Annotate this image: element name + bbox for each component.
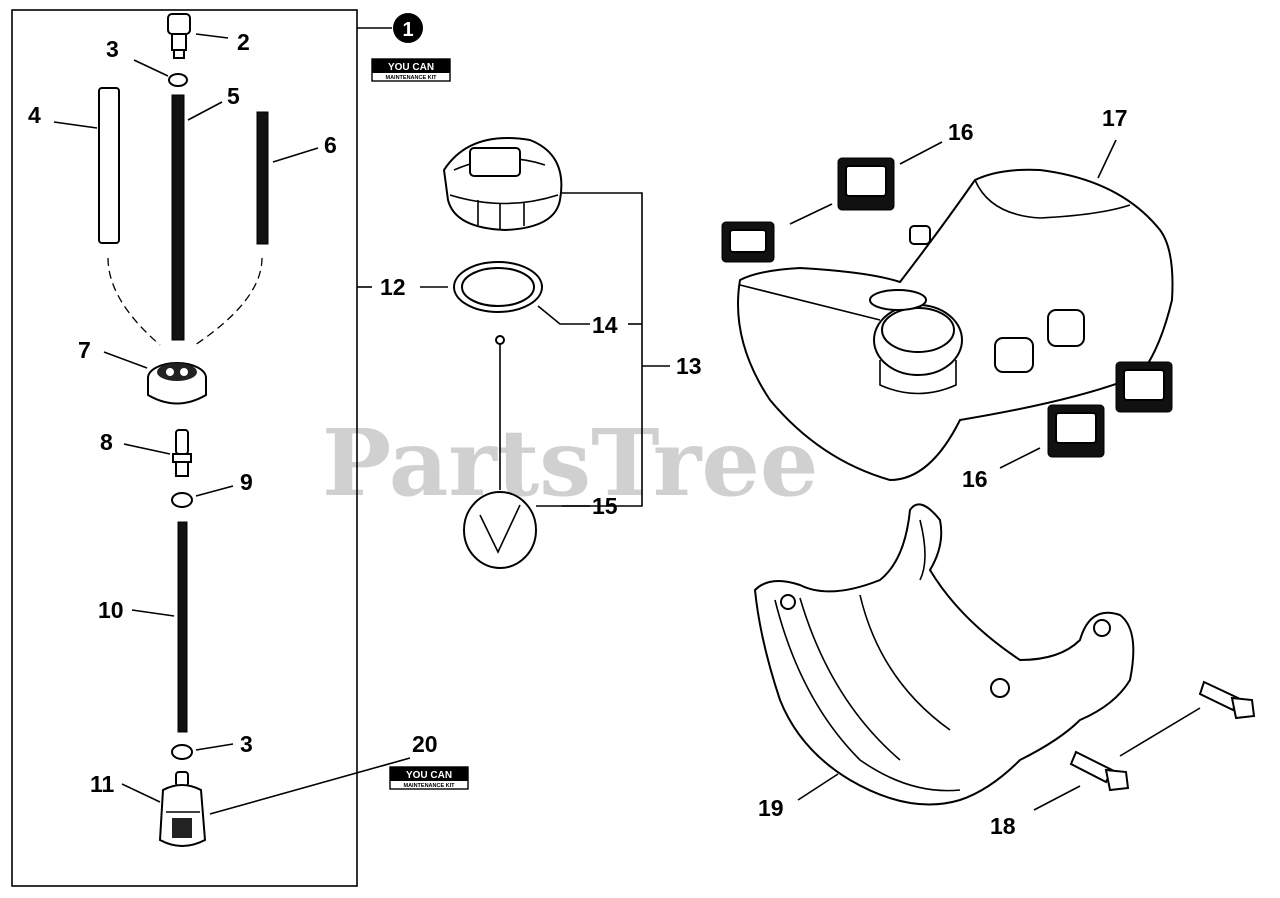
kit-badge-bottom-2: MAINTENANCE KIT [403, 783, 455, 789]
watermark: PartsTree [322, 409, 818, 517]
part-16-grommet [837, 157, 895, 211]
callout-16-top: 16 [948, 119, 974, 145]
you-can-maintenance-kit-icon: YOU CAN MAINTENANCE KIT [371, 58, 451, 82]
part-18-bolt [1069, 750, 1130, 792]
kit-number-label: 1 [402, 19, 413, 41]
part-2-plug [167, 13, 191, 59]
callout-2: 2 [237, 29, 250, 55]
callout-3-top: 3 [106, 36, 119, 62]
leader-lines [53, 33, 1201, 815]
callout-5: 5 [227, 83, 240, 109]
part-16-grommet [721, 221, 775, 263]
callout-10: 10 [98, 597, 124, 623]
part-3-o-ring-bottom [171, 744, 193, 760]
callout-15: 15 [592, 493, 618, 519]
callout-20: 20 [412, 731, 438, 757]
part-6-hose [256, 111, 269, 245]
part-19-tank-bracket [753, 503, 1135, 806]
part-15-strap [463, 335, 537, 569]
callout-17: 17 [1102, 105, 1128, 131]
part-5-hose [171, 94, 185, 341]
part-16-grommet [1115, 361, 1173, 413]
part-18-bolt [1198, 680, 1256, 720]
callout-16-bottom: 16 [962, 466, 988, 492]
callout-19: 19 [758, 795, 784, 821]
part-10-hose [177, 521, 188, 733]
callout-3-bottom: 3 [240, 731, 253, 757]
kit-badge-top-2: YOU CAN [406, 770, 452, 781]
callout-13: 13 [676, 353, 702, 379]
callout-14: 14 [592, 312, 618, 338]
callout-8: 8 [100, 429, 113, 455]
you-can-maintenance-kit-icon: YOU CAN MAINTENANCE KIT [389, 766, 469, 790]
part-9-o-ring [171, 492, 193, 508]
callout-7: 7 [78, 337, 91, 363]
kit-badge-top: YOU CAN [388, 62, 434, 73]
callout-4: 4 [28, 102, 41, 128]
part-3-o-ring-top [168, 73, 188, 87]
kit-number-circle-icon: 1 [393, 13, 423, 43]
part-16-grommet [1047, 404, 1105, 458]
part-14-retainer-ring [453, 261, 543, 313]
part-17-fuel-tank [737, 168, 1174, 482]
callout-9: 9 [240, 469, 253, 495]
part-4-tube [98, 87, 120, 244]
callout-11: 11 [90, 771, 115, 797]
part-13-fuel-cap [442, 137, 563, 232]
kit-badge-bottom: MAINTENANCE KIT [385, 75, 437, 81]
part-8-fitting [172, 429, 192, 477]
callout-18: 18 [990, 813, 1016, 839]
kit-frame [11, 9, 358, 887]
callout-12: 12 [380, 274, 406, 300]
part-7-grommet [147, 362, 207, 405]
callout-6: 6 [324, 132, 337, 158]
part-11-filter [158, 771, 207, 847]
